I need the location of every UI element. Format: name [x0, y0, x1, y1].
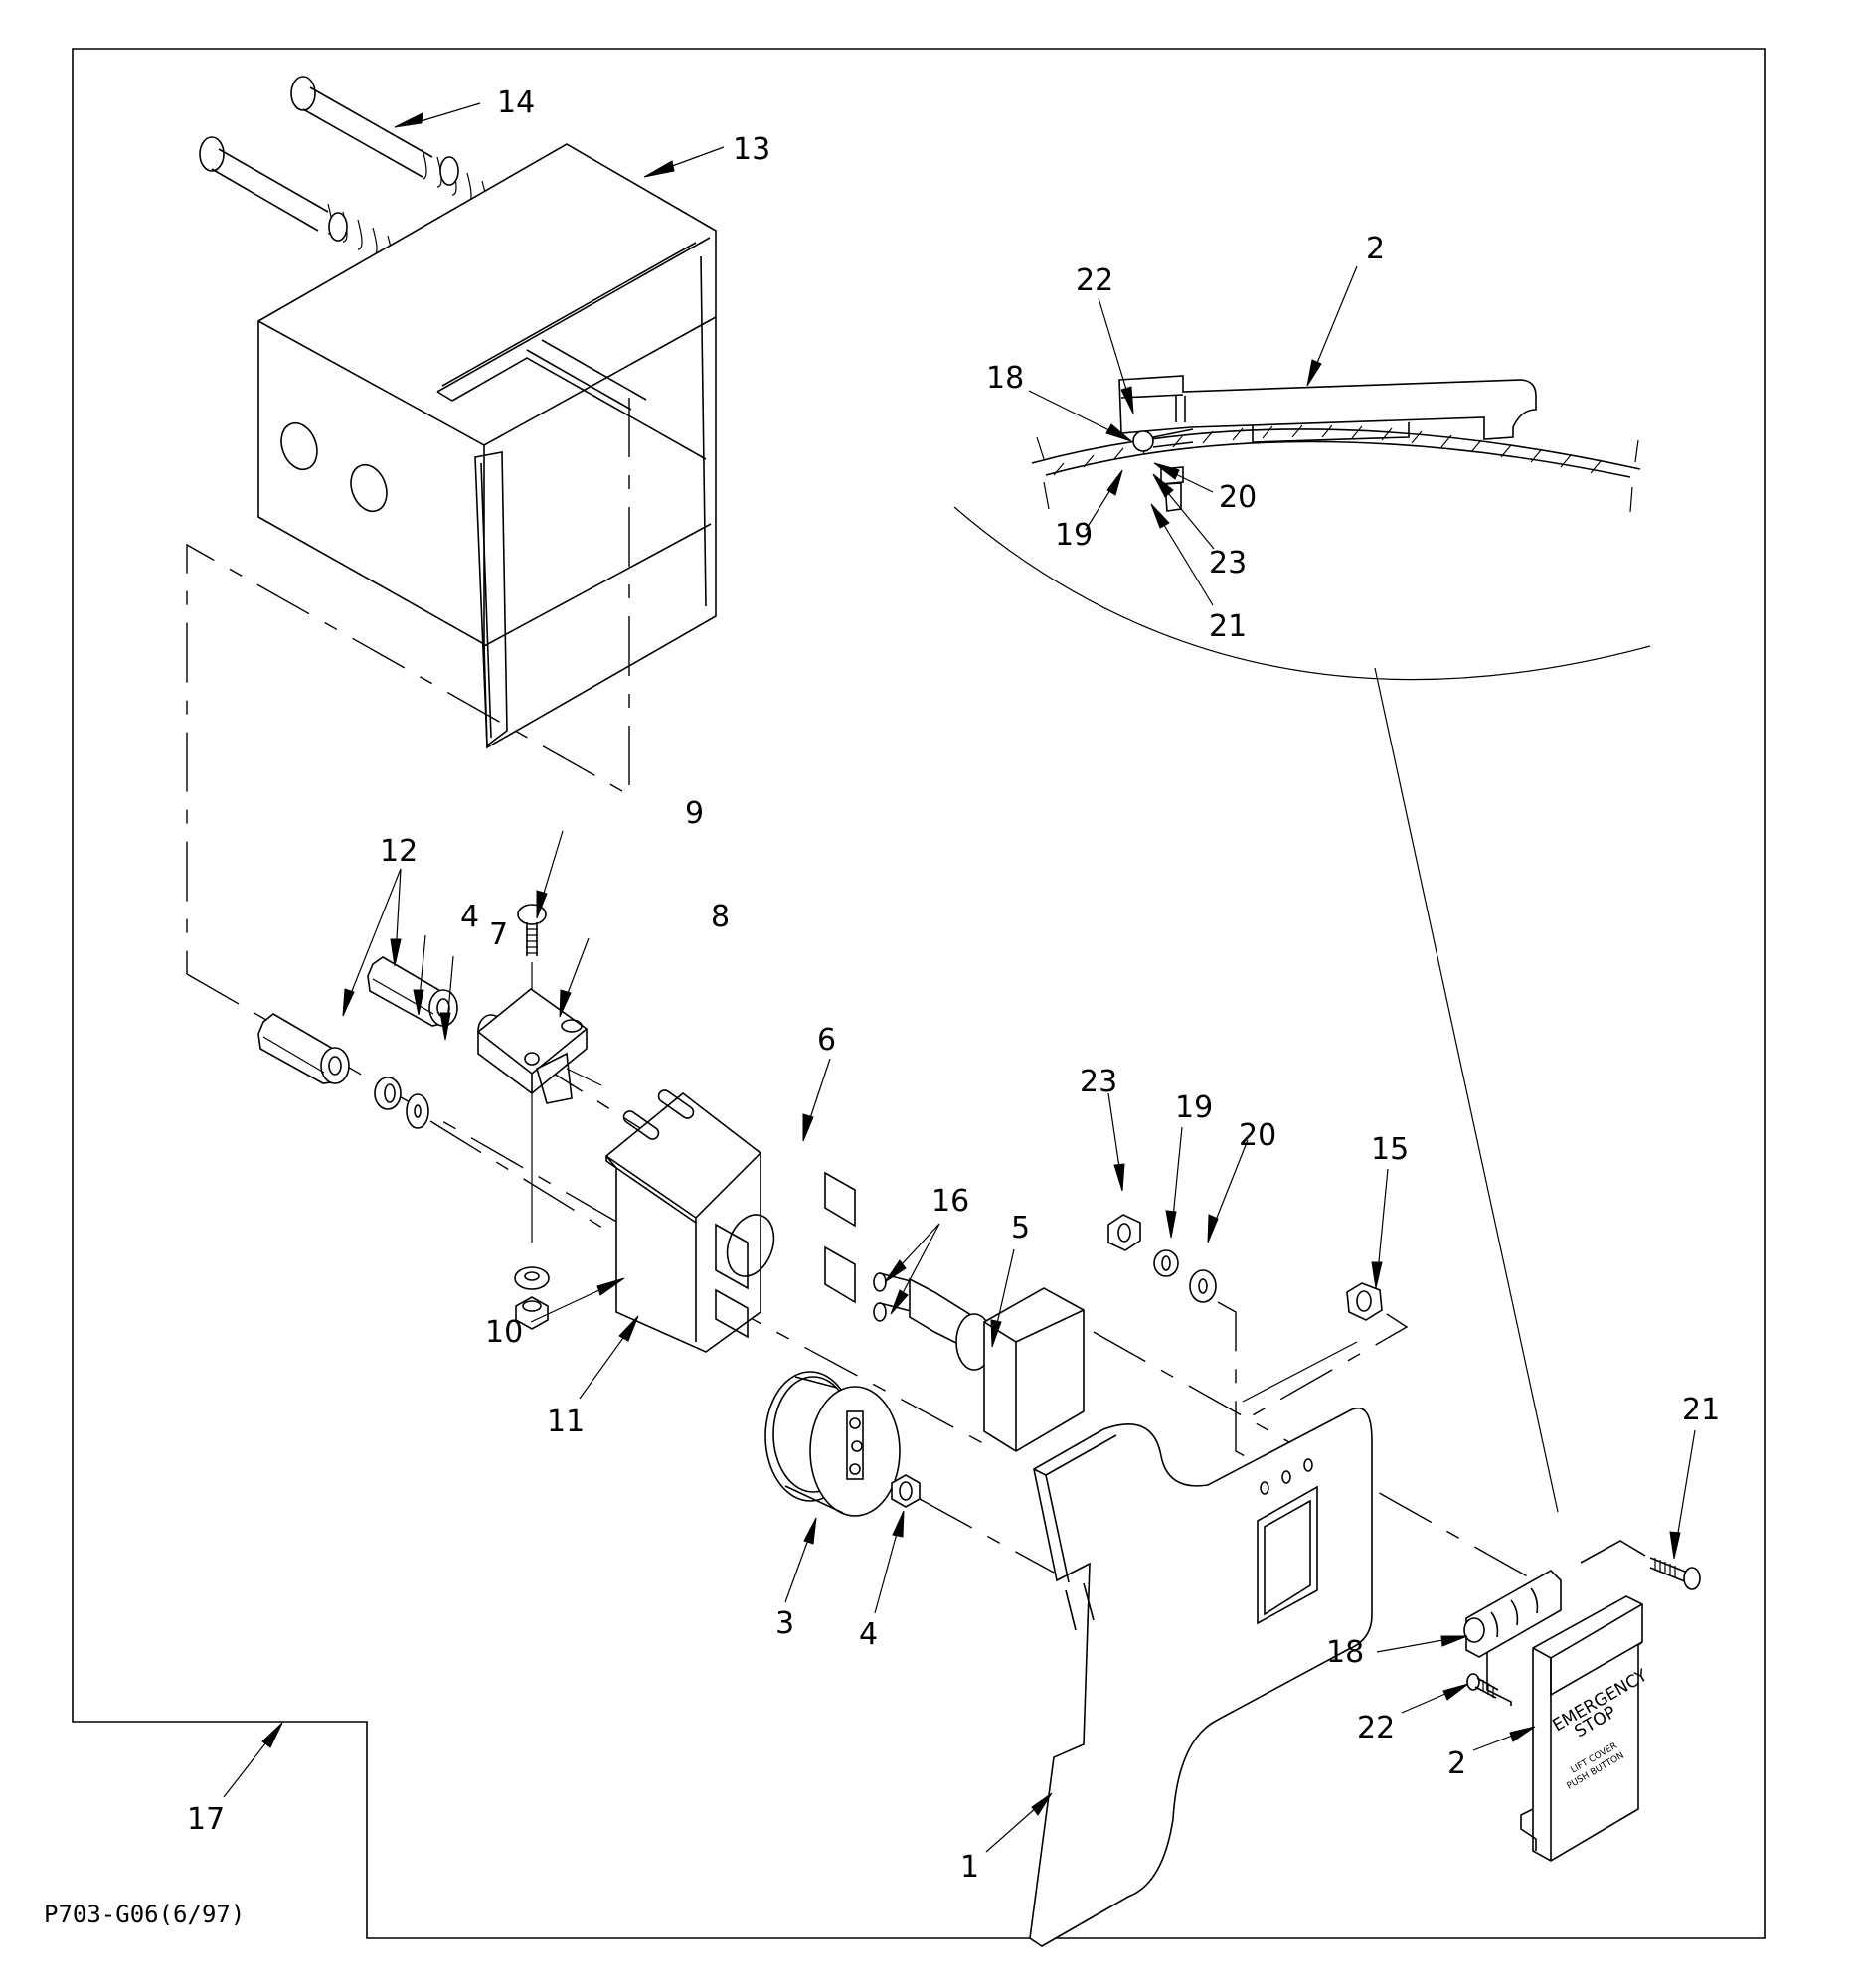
cover-box-13 [257, 143, 717, 749]
washer-20 [1189, 1269, 1217, 1303]
callout-18-detail: 18 [986, 361, 1024, 396]
hinge-18 [1463, 1570, 1562, 1706]
detail-leader-line [1374, 667, 1559, 1513]
assembly-line [919, 1498, 1055, 1574]
callout-3: 3 [775, 1606, 794, 1641]
front-panel-1 [1029, 1341, 1373, 1947]
callout-4-top: 4 [460, 900, 479, 934]
nut-lower-left [374, 1077, 402, 1110]
callout-22: 22 [1357, 1711, 1395, 1745]
callout-19-detail: 19 [1055, 518, 1093, 553]
callout-20: 20 [1239, 1118, 1276, 1153]
assembly-line [186, 398, 630, 974]
callout-13: 13 [733, 132, 770, 167]
callout-22-detail: 22 [1076, 263, 1113, 298]
nut-15 [1346, 1282, 1383, 1321]
screw-21 [1649, 1557, 1701, 1590]
callout-7: 7 [489, 917, 508, 952]
studs-16 [873, 1272, 916, 1322]
assembly-line [1580, 1540, 1646, 1564]
callout-16: 16 [931, 1184, 969, 1219]
callout-11: 11 [547, 1405, 585, 1439]
callout-1: 1 [960, 1850, 979, 1885]
callout-15: 15 [1371, 1132, 1409, 1167]
leader-lines [223, 102, 1696, 1853]
callout-14: 14 [497, 85, 535, 120]
callout-6: 6 [817, 1023, 836, 1058]
callout-20-detail: 20 [1219, 480, 1257, 515]
callout-2-detail: 2 [1366, 232, 1385, 266]
micro-switch-8 [477, 987, 602, 1104]
lock-washer-19 [1153, 1249, 1179, 1277]
callout-4-bottom: 4 [859, 1617, 878, 1652]
washer-lower-left [406, 1093, 429, 1129]
callout-21-detail: 21 [1209, 609, 1247, 644]
nut-4-lower [891, 1474, 921, 1508]
emergency-stop-cover-2: EMERGENCY STOP LIFT COVER PUSH BUTTON [1520, 1595, 1651, 1862]
callout-17: 17 [187, 1802, 225, 1837]
spacer-12-upper [367, 956, 458, 1027]
callout-19: 19 [1175, 1090, 1213, 1125]
screw-22 [1466, 1673, 1499, 1699]
callout-21: 21 [1682, 1393, 1720, 1427]
callout-9: 9 [685, 796, 704, 831]
callout-18: 18 [1326, 1635, 1364, 1670]
nut-11 [515, 1296, 549, 1330]
callout-8: 8 [711, 900, 730, 934]
screw-14-upper [290, 76, 547, 240]
push-button-5 [909, 1277, 1085, 1452]
callout-10: 10 [485, 1315, 523, 1350]
callout-2-plate: 2 [1447, 1746, 1466, 1781]
frame-outline [72, 48, 1766, 1939]
washer-10 [514, 1266, 550, 1290]
assembly-line [1250, 1313, 1409, 1417]
callout-5: 5 [1011, 1211, 1030, 1245]
callout-23: 23 [1080, 1065, 1117, 1099]
meter-3 [764, 1371, 901, 1517]
spacer-12-lower [257, 1013, 350, 1084]
callout-labels: 14 13 2 22 18 20 19 23 21 12 9 4 7 8 6 2… [187, 85, 1720, 1885]
callout-23-detail: 23 [1209, 546, 1247, 580]
bracket-6 [604, 1089, 856, 1353]
assembly-line [1217, 1301, 1259, 1464]
nut-23 [1107, 1214, 1141, 1251]
drawing-code: P703-G06(6/97) [44, 1901, 245, 1928]
screw-14-lower [199, 136, 452, 294]
callout-12: 12 [380, 834, 418, 869]
